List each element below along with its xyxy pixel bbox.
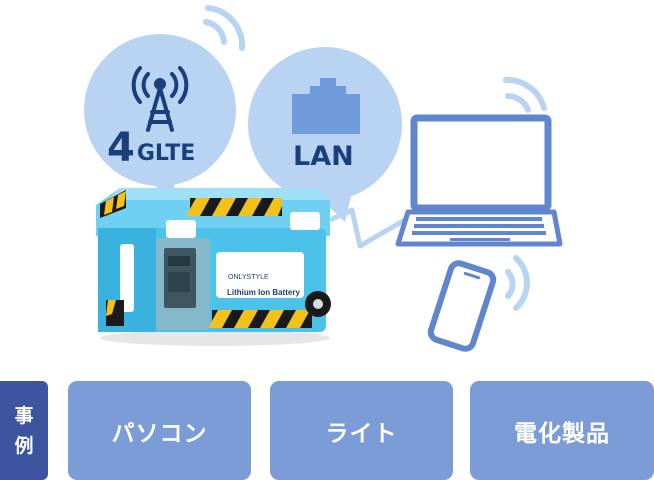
- example-chip-pc: パソコン: [68, 381, 251, 480]
- example-chip-appliance: 電化製品: [470, 381, 654, 480]
- device-logo: ONLYSTYLE: [228, 274, 269, 281]
- examples-heading-char: 例: [14, 434, 34, 457]
- smartphone-icon: [427, 260, 497, 352]
- antenna-icon: [131, 66, 189, 132]
- wifi-signal-icon: [505, 255, 530, 311]
- lan-port-icon: [292, 78, 360, 134]
- examples-heading-char: 事: [14, 404, 34, 427]
- wifi-signal-icon: [503, 76, 547, 113]
- examples-heading: 事 例: [0, 381, 48, 480]
- wifi-signal-icon: [203, 5, 246, 51]
- lan-label: LAN: [293, 141, 354, 172]
- lte-label-text: GLTE: [136, 141, 196, 166]
- example-chip-light: ライト: [270, 381, 453, 480]
- illustration: [84, 5, 563, 352]
- battery-box: [96, 188, 331, 346]
- lte-label-number: 4: [107, 125, 135, 171]
- device-caption: Lithium Ion Battery: [227, 288, 300, 297]
- laptop-icon: [395, 114, 563, 247]
